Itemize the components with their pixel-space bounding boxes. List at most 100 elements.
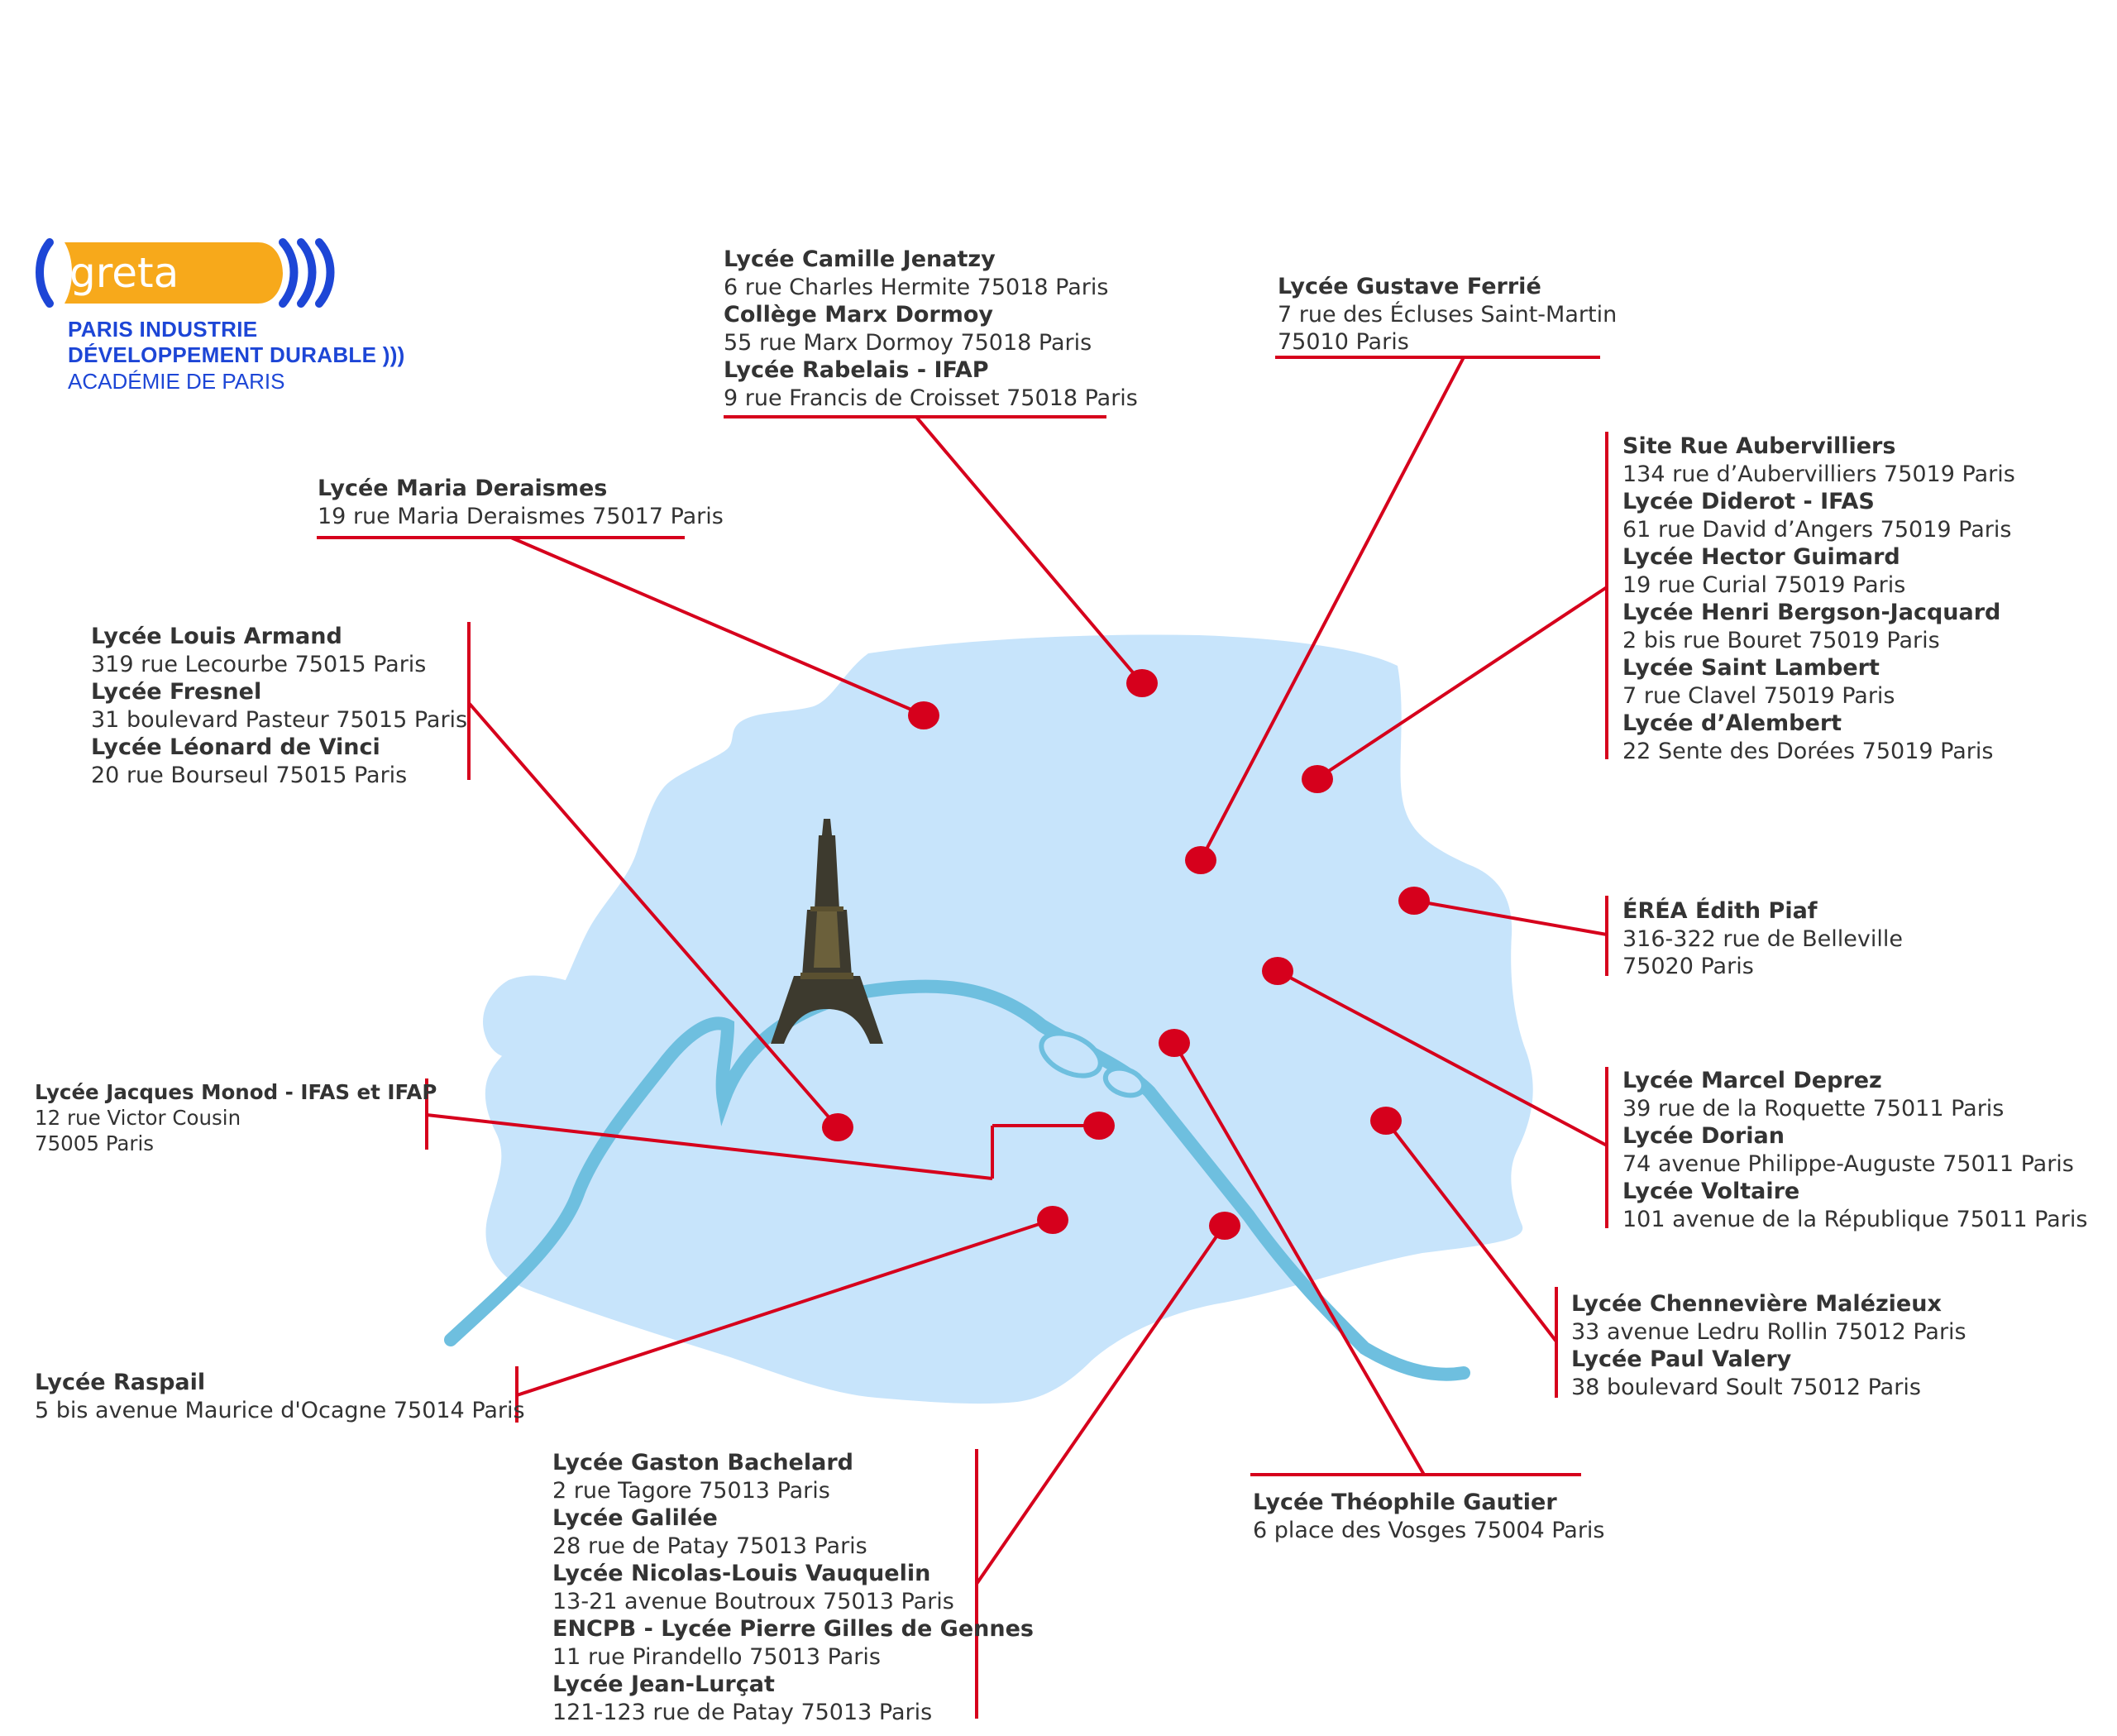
location-name: Lycée Léonard de Vinci bbox=[91, 734, 380, 760]
location-address-line-2: 75005 Paris bbox=[35, 1131, 155, 1155]
location-name: Lycée Jean-Lurçat bbox=[552, 1671, 775, 1697]
location-name: Lycée Louis Armand bbox=[91, 624, 342, 649]
location-address: 7 rue des Écluses Saint-Martin bbox=[1278, 301, 1618, 328]
location-address: 74 avenue Philippe-Auguste 75011 Paris bbox=[1622, 1150, 2074, 1177]
location-name: Lycée Galilée bbox=[552, 1505, 718, 1531]
logo-line-1: PARIS INDUSTRIE bbox=[68, 317, 258, 342]
marker-ferrie[interactable] bbox=[1185, 846, 1216, 874]
location-address: 61 rue David d’Angers 75019 Paris bbox=[1622, 516, 2012, 543]
location-address: 319 rue Lecourbe 75015 Paris bbox=[91, 651, 427, 677]
marker-armand[interactable] bbox=[822, 1113, 853, 1141]
location-address: 2 rue Tagore 75013 Paris bbox=[552, 1477, 830, 1504]
location-name: Lycée Voltaire bbox=[1622, 1179, 1800, 1204]
location-name: Lycée Nicolas-Louis Vauquelin bbox=[552, 1561, 931, 1586]
leader-lines bbox=[317, 356, 1608, 1719]
logo-chevrons-icon: ))) bbox=[376, 342, 405, 367]
location-name: Lycée Gustave Ferrié bbox=[1278, 274, 1541, 299]
location-address: 39 rue de la Roquette 75011 Paris bbox=[1622, 1095, 2005, 1121]
location-name: Lycée Raspail bbox=[35, 1370, 206, 1395]
location-address: 6 rue Charles Hermite 75018 Paris bbox=[724, 274, 1109, 300]
ile-saint-louis bbox=[1102, 1065, 1147, 1098]
marker-aubervilliers[interactable] bbox=[1302, 765, 1333, 793]
paris-land bbox=[485, 634, 1533, 1404]
greta-logo-mark: greta bbox=[36, 238, 335, 308]
marker-bachelard[interactable] bbox=[1209, 1212, 1240, 1240]
location-name: Lycée Hector Guimard bbox=[1622, 544, 1900, 570]
location-name: Lycée Maria Deraismes bbox=[318, 476, 608, 501]
location-address: 101 avenue de la République 75011 Paris bbox=[1622, 1206, 2088, 1232]
location-name: Lycée Camille Jenatzy bbox=[724, 246, 996, 272]
location-name: Lycée Chennevière Malézieux bbox=[1571, 1291, 1942, 1317]
marker-deraismes[interactable] bbox=[908, 701, 939, 729]
location-address: 28 rue de Patay 75013 Paris bbox=[552, 1533, 867, 1559]
marker-gautier[interactable] bbox=[1159, 1029, 1190, 1057]
location-name: Lycée Saint Lambert bbox=[1622, 655, 1880, 681]
location-address: 22 Sente des Dorées 75019 Paris bbox=[1622, 738, 1994, 764]
location-name: Lycée Rabelais - IFAP bbox=[724, 357, 989, 383]
location-address: 5 bis avenue Maurice d'Ocagne 75014 Pari… bbox=[35, 1397, 525, 1423]
location-address: 134 rue d’Aubervilliers 75019 Paris bbox=[1622, 461, 2015, 487]
location-address: 19 rue Curial 75019 Paris bbox=[1622, 571, 1906, 598]
location-name: Lycée Diderot - IFAS bbox=[1622, 489, 1875, 514]
marker-piaf[interactable] bbox=[1398, 887, 1430, 915]
location-name: Lycée Théophile Gautier bbox=[1253, 1490, 1557, 1515]
marker-jenatzy[interactable] bbox=[1126, 669, 1158, 697]
greta-wordmark: greta bbox=[69, 249, 179, 297]
paris-land-west bbox=[483, 975, 579, 1058]
location-name: Lycée Jacques Monod - IFAS et IFAP bbox=[35, 1080, 437, 1104]
marker-deprez[interactable] bbox=[1262, 957, 1293, 985]
location-name: ÉRÉA Édith Piaf bbox=[1622, 898, 1818, 924]
marker-monod[interactable] bbox=[1083, 1112, 1115, 1140]
marker-raspail[interactable] bbox=[1037, 1206, 1068, 1234]
location-name: Lycée Gaston Bachelard bbox=[552, 1450, 853, 1475]
location-address: 2 bis rue Bouret 75019 Paris bbox=[1622, 627, 1940, 653]
location-address: 33 avenue Ledru Rollin 75012 Paris bbox=[1571, 1318, 1966, 1345]
marker-chenneviere[interactable] bbox=[1370, 1107, 1402, 1135]
location-address: 12 rue Victor Cousin bbox=[35, 1106, 241, 1130]
location-name: Lycée Henri Bergson-Jacquard bbox=[1622, 600, 2001, 625]
location-address: 316-322 rue de Belleville bbox=[1622, 925, 1903, 952]
logo-line-3: ACADÉMIE DE PARIS bbox=[68, 369, 285, 394]
location-name: ENCPB - Lycée Pierre Gilles de Gennes bbox=[552, 1616, 1034, 1642]
seine-river bbox=[444, 979, 1470, 1381]
location-name: Collège Marx Dormoy bbox=[724, 302, 994, 328]
ile-de-la-cite bbox=[1039, 1031, 1103, 1078]
location-name: Lycée Dorian bbox=[1622, 1123, 1785, 1149]
location-name: Lycée Marcel Deprez bbox=[1622, 1068, 1882, 1093]
location-address: 55 rue Marx Dormoy 75018 Paris bbox=[724, 329, 1092, 356]
location-address: 7 rue Clavel 75019 Paris bbox=[1622, 682, 1895, 709]
logo-line-2: DÉVELOPPEMENT DURABLE ))) bbox=[68, 342, 405, 367]
location-address: 31 boulevard Pasteur 75015 Paris bbox=[91, 706, 468, 733]
